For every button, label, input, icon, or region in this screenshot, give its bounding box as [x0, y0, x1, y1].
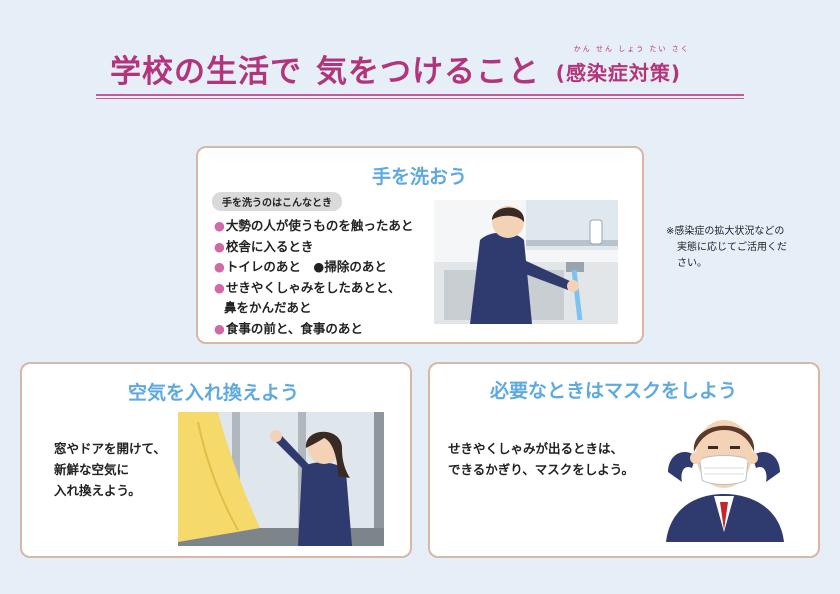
handwash-title: 手を洗おう [372, 166, 468, 188]
title-main: 学校の生活で [110, 54, 302, 90]
note-line: ※感染症の拡大状況などの [666, 226, 785, 237]
title-underline-thin [96, 98, 744, 99]
handwash-when-pill: 手を洗うのはこんなとき [212, 192, 342, 211]
list-item: 鼻をかんだあと [224, 300, 312, 315]
page-title: 学校の生活で気をつけること かん せん しょう たい さく (感染症対策) [110, 45, 750, 91]
list-item: ●校舎に入るとき [214, 238, 314, 254]
note-line: 実態に応じてご活用くだ [677, 242, 787, 253]
bullet-dot: ● [214, 320, 225, 336]
list-item: ●大勢の人が使うものを触ったあと [214, 218, 414, 233]
title-sub: (感染症対策) [555, 61, 682, 85]
title-main-2: 気をつけること [316, 54, 540, 90]
text-line: 入れ換えよう。 [54, 483, 141, 498]
handwash-card: 手を洗おう 手を洗うのはこんなとき ●大勢の人が使うものを触ったあと ●校舎に入… [196, 146, 644, 344]
mask-illustration [652, 412, 798, 542]
ventilation-illustration [178, 412, 384, 546]
text-line: 新鮮な空気に [54, 462, 130, 477]
mask-card: 必要なときはマスクをしよう せきやくしゃみが出るときは、 できるかぎり、マスクを… [428, 362, 820, 558]
bullet-dot: ● [214, 238, 225, 254]
title-sub-wrap: かん せん しょう たい さく (感染症対策) [552, 45, 688, 90]
list-item: ●せきやくしゃみをしたあとと、 [214, 279, 401, 295]
text-line: できるかぎり、マスクをしよう。 [448, 462, 635, 477]
ventilation-card: 空気を入れ換えよう 窓やドアを開けて、 新鮮な空気に 入れ換えよう。 [20, 362, 412, 558]
bullet-dot: ● [214, 218, 225, 233]
title-underline [96, 94, 744, 96]
mask-text: せきやくしゃみが出るときは、 できるかぎり、マスクをしよう。 [448, 438, 634, 480]
note-line: さい。 [677, 258, 707, 269]
ventilation-title: 空気を入れ換えよう [128, 382, 300, 404]
list-item: ●トイレのあと ●掃除のあと [214, 259, 387, 274]
title-sub-ruby: かん せん しょう たい さく [573, 45, 690, 53]
ventilation-text: 窓やドアを開けて、 新鮮な空気に 入れ換えよう。 [54, 438, 166, 501]
mask-title: 必要なときはマスクをしよう [490, 380, 738, 402]
bullet-dot: ● [214, 259, 225, 274]
text-line: 窓やドアを開けて、 [54, 441, 166, 456]
list-item: ●食事の前と、食事のあと [214, 320, 363, 336]
bullet-dot: ● [214, 279, 225, 295]
handwash-illustration [434, 200, 618, 324]
handwash-list: ●大勢の人が使うものを触ったあと ●校舎に入るとき ●トイレのあと ●掃除のあと… [214, 216, 413, 339]
usage-note: ※感染症の拡大状況などの 実態に応じてご活用くだ さい。 [666, 224, 816, 272]
text-line: せきやくしゃみが出るときは、 [448, 441, 624, 456]
